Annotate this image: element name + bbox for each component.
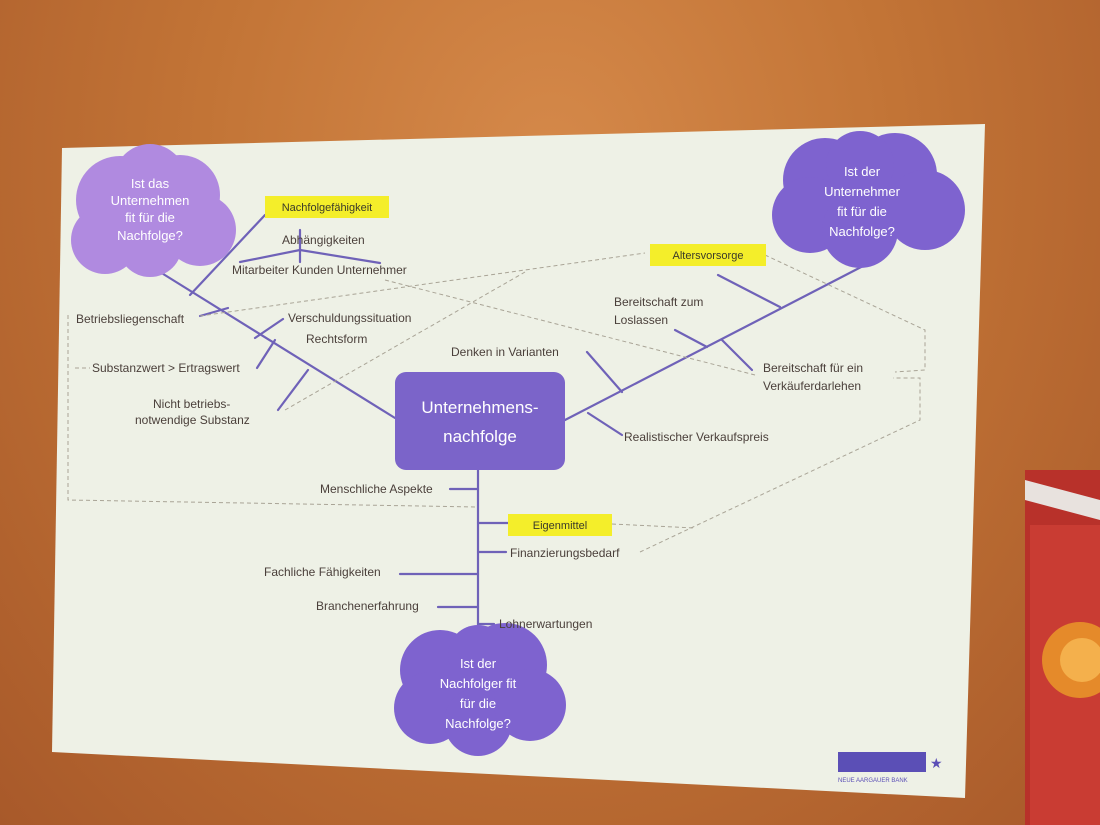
center-title-line1: Unternehmens- [421,398,538,417]
cloud-entrepreneur-line3: fit für die [837,204,887,219]
star-icon: ★ [930,755,943,771]
edge-varianten [585,350,624,394]
label-mitarbeiter-kunden: Mitarbeiter Kunden Unternehmer [232,263,407,277]
edge-darlehen [720,338,754,372]
cloud-company-line4: Nachfolge? [117,228,183,243]
label-nicht-betriebs-1: Nicht betriebs- [153,397,230,411]
cloud-entrepreneur: Ist der Unternehmer fit für die Nachfolg… [772,131,965,268]
label-branchenerfahrung: Branchenerfahrung [316,599,419,613]
label-betriebsliegenschaft: Betriebsliegenschaft [76,312,185,326]
branch-company [158,270,397,420]
edge-verkaufspreis [586,411,624,437]
cloud-successor-line4: Nachfolge? [445,716,511,731]
edge-betriebsliegenschaft [198,306,230,318]
cloud-successor-line1: Ist der [460,656,497,671]
label-realistischer-verkaufspreis: Realistischer Verkaufspreis [624,430,769,444]
cloud-company: Ist das Unternehmen fit für die Nachfolg… [71,144,236,277]
label-verschuldungssituation: Verschuldungssituation [288,311,411,325]
label-substanzwert: Substanzwert > Ertragswert [92,361,240,375]
bank-logo-text: NEUE AARGAUER BANK [838,778,908,784]
label-abhaengigkeiten: Abhängigkeiten [282,233,365,247]
label-bereitschaft-loslassen-1: Bereitschaft zum [614,295,703,309]
label-bereitschaft-darlehen-1: Bereitschaft für ein [763,361,863,375]
label-bereitschaft-darlehen-2: Verkäuferdarlehen [763,379,861,393]
highlight-nachfolgefaehigkeit: Nachfolgefähigkeit [265,196,389,218]
label-rechtsform: Rechtsform [306,332,367,346]
cloud-successor: Ist der Nachfolger fit für die Nachfolge… [394,623,566,756]
cloud-company-line3: fit für die [125,210,175,225]
branch-entrepreneur [563,263,867,422]
edge-nachfolgefaehigkeit [188,213,267,297]
cloud-entrepreneur-line4: Nachfolge? [829,224,895,239]
edge-rechtsform [276,368,310,412]
label-fachliche-faehigkeiten: Fachliche Fähigkeiten [264,565,381,579]
edge-loslassen [673,328,709,349]
center-node: Unternehmens- nachfolge [395,372,565,470]
dashed-connections [67,252,926,553]
lectern [1025,470,1100,825]
edge-unternehmer [298,248,382,265]
bank-logo: ★ NEUE AARGAUER BANK [838,752,943,784]
label-nicht-betriebs-2: notwendige Substanz [135,413,250,427]
label-finanzierungsbedarf: Finanzierungsbedarf [510,546,620,560]
branch-labels: Abhängigkeiten Mitarbeiter Kunden Untern… [76,233,863,631]
highlight-eigenmittel-text: Eigenmittel [533,520,587,532]
cloud-successor-line3: für die [460,696,496,711]
cloud-successor-line2: Nachfolger fit [440,676,517,691]
label-menschliche-aspekte: Menschliche Aspekte [320,482,433,496]
highlight-altersvorsorge-text: Altersvorsorge [673,250,744,262]
edge-verschuldung [253,317,285,340]
highlight-eigenmittel: Eigenmittel [508,514,612,536]
cloud-company-line2: Unternehmen [111,193,190,208]
label-bereitschaft-loslassen-2: Loslassen [614,313,668,327]
center-title-line2: nachfolge [443,427,517,446]
edge-substanzwert [255,338,277,370]
label-lohnerwartungen: Lohnerwartungen [499,617,592,631]
label-denken-varianten: Denken in Varianten [451,345,559,359]
edge-bereitschaft [716,273,782,309]
cloud-entrepreneur-line2: Unternehmer [824,184,901,199]
edge-mitarbeiter [238,248,302,264]
connector-lines [158,213,867,642]
cloud-entrepreneur-line1: Ist der [844,164,881,179]
cloud-company-line1: Ist das [131,176,170,191]
highlight-altersvorsorge: Altersvorsorge [650,244,766,266]
highlight-nachfolgefaehigkeit-text: Nachfolgefähigkeit [282,202,373,214]
